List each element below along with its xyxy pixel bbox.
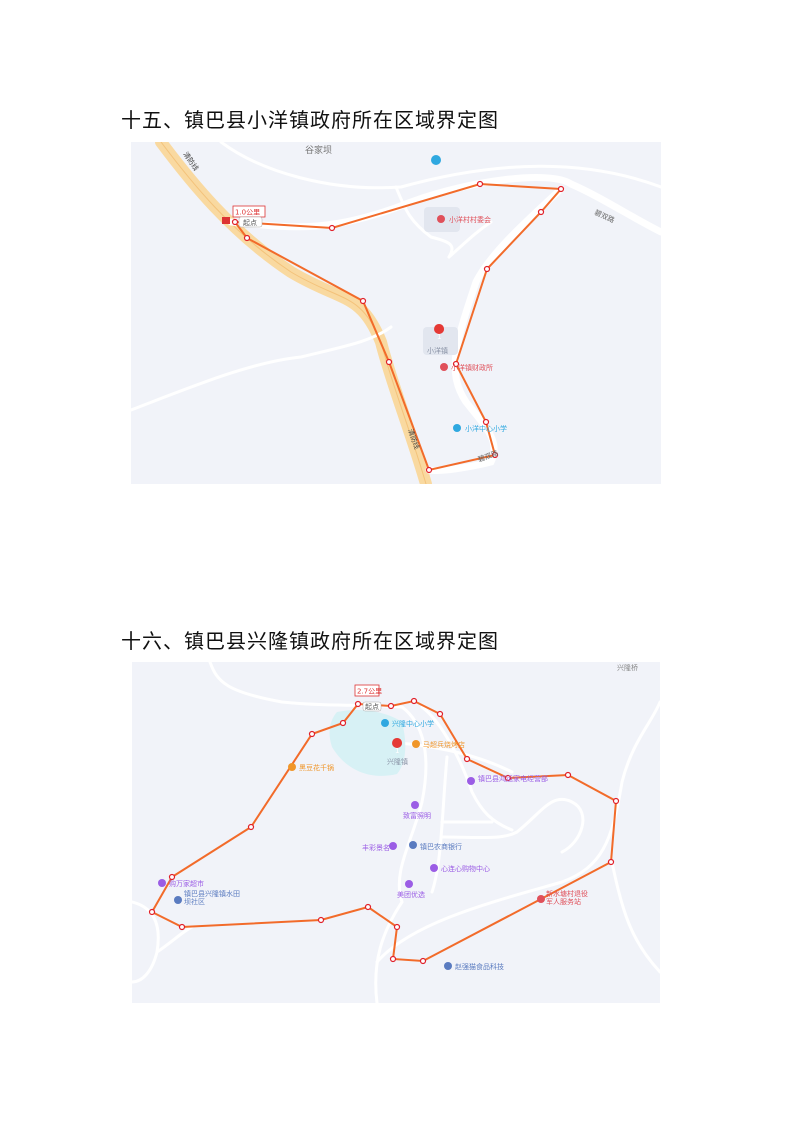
poi-label[interactable]: 镇巴农商银行 xyxy=(420,842,462,851)
route-vertex[interactable] xyxy=(491,451,499,459)
route-vertex[interactable] xyxy=(436,710,444,718)
route-vertex[interactable] xyxy=(389,955,397,963)
xinglong-boundary-map[interactable]: 兴隆桥 2.7公里 起点 兴隆中心小学 马超兵烧烤店 1 兴隆镇 黑豆花千锅 镇… xyxy=(132,662,660,1003)
poi-label[interactable]: 兴隆镇 xyxy=(387,757,408,766)
shop-icon xyxy=(405,880,413,888)
shop-icon xyxy=(430,864,438,872)
shop-icon xyxy=(411,801,419,809)
route-vertex[interactable] xyxy=(483,265,491,273)
route-vertex[interactable] xyxy=(354,700,362,708)
place-label: 谷家坝 xyxy=(305,144,332,156)
place-label: 兴隆桥 xyxy=(617,663,638,672)
route-vertex[interactable] xyxy=(393,923,401,931)
route-vertex[interactable] xyxy=(607,858,615,866)
start-label: 起点 xyxy=(243,219,257,227)
poi-label[interactable]: 小洋镇 xyxy=(427,346,448,355)
boundary-route xyxy=(234,182,564,472)
community-icon xyxy=(174,896,182,904)
xiaoyang-boundary-map[interactable]: 清防线 清防线 碧双路 碧双路 谷家坝 1.0公里 起点 小洋村村委会 1 小洋… xyxy=(131,142,661,484)
restaurant-icon xyxy=(412,740,420,748)
shop-icon xyxy=(467,777,475,785)
route-vertex[interactable] xyxy=(452,360,460,368)
route-vertex[interactable] xyxy=(387,702,395,710)
route-vertex[interactable] xyxy=(168,873,176,881)
route-vertex[interactable] xyxy=(557,185,565,193)
poi-label[interactable]: 赵强猫食品科技 xyxy=(455,962,504,971)
poi-label[interactable]: 镇巴县兴隆镇水田坝社区 xyxy=(184,890,240,906)
route-vertex[interactable] xyxy=(339,719,347,727)
road-label: 碧双路 xyxy=(593,208,616,225)
route-vertex[interactable] xyxy=(504,774,512,782)
route-vertex[interactable] xyxy=(243,234,251,242)
distance-badge xyxy=(354,684,380,697)
route-vertex[interactable] xyxy=(612,797,620,805)
poi-label[interactable]: 心连心购物中心 xyxy=(441,864,490,873)
route-vertex[interactable] xyxy=(463,755,471,763)
poi-label[interactable]: 小洋中心小学 xyxy=(465,424,507,433)
boundary-route xyxy=(150,699,618,963)
shop-icon xyxy=(158,879,166,887)
poi-label[interactable]: 美团优选 xyxy=(397,890,425,899)
route-vertex[interactable] xyxy=(148,908,156,916)
poi-label[interactable]: 致富照明 xyxy=(403,811,431,820)
poi-label[interactable]: 黑豆花千锅 xyxy=(299,763,334,772)
service-station-icon xyxy=(537,895,545,903)
route-vertex[interactable] xyxy=(317,916,325,924)
route-vertices xyxy=(148,697,620,965)
shop-icon xyxy=(389,842,397,850)
school-icon xyxy=(453,424,461,432)
route-vertex[interactable] xyxy=(425,466,433,474)
svg-text:1: 1 xyxy=(437,333,441,341)
start-label: 起点 xyxy=(365,703,379,711)
route-vertex[interactable] xyxy=(482,418,490,426)
poi-label[interactable]: 小洋村村委会 xyxy=(449,215,491,224)
route-vertex[interactable] xyxy=(178,923,186,931)
school-icon xyxy=(381,719,389,727)
distance-label: 1.0公里 xyxy=(235,209,260,217)
route-vertex[interactable] xyxy=(537,208,545,216)
government-icon xyxy=(437,215,445,223)
restaurant-icon xyxy=(288,763,296,771)
poi-label[interactable]: 兴隆中心小学 xyxy=(392,719,434,728)
government-icon xyxy=(440,363,448,371)
section-15-title: 十五、镇巴县小洋镇政府所在区域界定图 xyxy=(121,108,499,132)
route-vertex[interactable] xyxy=(328,224,336,232)
poi-label[interactable]: 购万家超市 xyxy=(169,879,204,888)
start-flag-icon xyxy=(222,217,230,224)
route-vertex[interactable] xyxy=(476,180,484,188)
company-icon xyxy=(444,962,452,970)
route-vertices xyxy=(231,180,565,474)
route-vertex[interactable] xyxy=(359,297,367,305)
poi-label[interactable]: 新水塘村退役军人服务站 xyxy=(546,890,588,906)
bank-icon xyxy=(409,841,417,849)
toilet-icon xyxy=(431,155,441,165)
location-marker-icon xyxy=(434,324,445,342)
route-vertex[interactable] xyxy=(231,218,239,226)
route-vertex[interactable] xyxy=(364,903,372,911)
poi-label[interactable]: 小洋镇财政所 xyxy=(451,363,493,372)
section-16-title: 十六、镇巴县兴隆镇政府所在区域界定图 xyxy=(121,629,499,653)
poi-label[interactable]: 镇巴县鸿运家电经营部 xyxy=(478,774,548,783)
route-vertex[interactable] xyxy=(410,697,418,705)
route-vertex[interactable] xyxy=(564,771,572,779)
roads xyxy=(131,142,661,484)
route-vertex[interactable] xyxy=(308,730,316,738)
location-marker-icon xyxy=(392,738,403,756)
poi-label[interactable]: 丰彩景名 xyxy=(362,843,390,852)
route-vertex[interactable] xyxy=(247,823,255,831)
svg-text:1: 1 xyxy=(395,747,399,755)
distance-label: 2.7公里 xyxy=(357,688,382,696)
route-vertex[interactable] xyxy=(419,957,427,965)
poi-label[interactable]: 马超兵烧烤店 xyxy=(423,740,465,749)
route-vertex[interactable] xyxy=(385,358,393,366)
